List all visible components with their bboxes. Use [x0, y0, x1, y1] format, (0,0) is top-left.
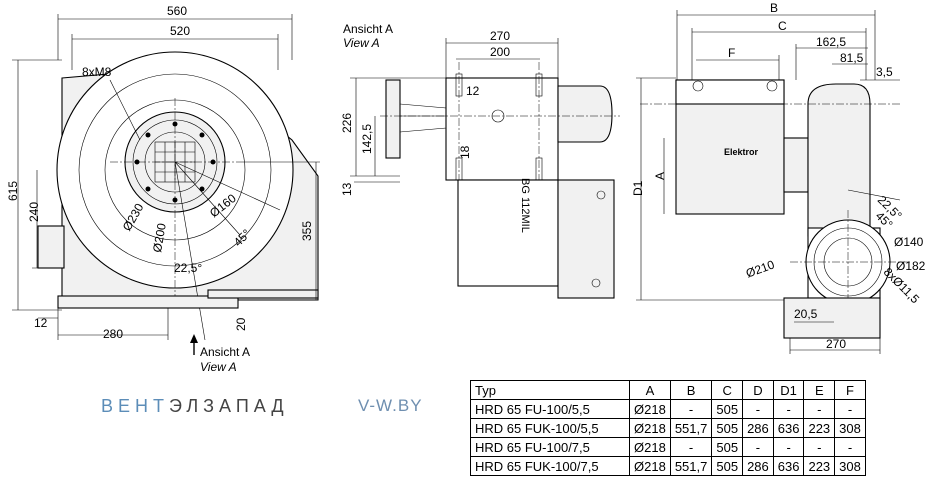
table-header-cell: Typ — [470, 380, 630, 400]
dim-side-12: 12 — [466, 84, 480, 98]
side-motor-label: BG 112MIL — [519, 178, 531, 233]
dim-81-5: 81,5 — [840, 51, 864, 65]
table-header-cell: D1 — [772, 380, 805, 400]
dim-520: 520 — [170, 24, 190, 38]
table-cell: HRD 65 FUK-100/5,5 — [470, 418, 630, 438]
dim-20: 20 — [234, 317, 248, 331]
table-cell: - — [772, 399, 805, 419]
brand-part1: ВЕНТ — [101, 396, 170, 416]
label-d140: Ø140 — [894, 235, 924, 249]
right-motor-label: Elektror — [724, 147, 759, 157]
table-header-cell: A — [629, 380, 671, 400]
brand-name: ВЕНТЭЛЗАПАД — [101, 396, 289, 417]
table-header-cell: F — [834, 380, 866, 400]
dim-12: 12 — [34, 316, 48, 330]
label-holes: 8xM8 — [82, 65, 112, 79]
table-cell: - — [669, 437, 713, 457]
view-arrow-label-en: View A — [200, 360, 237, 374]
dim-side-142-5: 142,5 — [360, 124, 374, 154]
table-cell: - — [772, 437, 805, 457]
table-cell: 505 — [711, 437, 744, 457]
right-view: B C F 162,5 81,5 3,5 Elektror — [631, 1, 926, 354]
side-view: Ansicht A View A 270 200 12 BG 112MIL — [340, 22, 620, 299]
dim-side-270: 270 — [490, 29, 510, 43]
table-cell: - — [803, 399, 836, 419]
table-header-cell: D — [742, 380, 774, 400]
view-arrow-label: Ansicht A — [200, 345, 250, 359]
dim-side-18: 18 — [458, 145, 472, 159]
dim-355: 355 — [300, 221, 314, 241]
dim-240: 240 — [27, 202, 41, 222]
table-cell: HRD 65 FUK-100/7,5 — [470, 456, 630, 476]
dim-C: C — [778, 19, 787, 33]
brand-site: V-W.BY — [358, 396, 423, 415]
brand-part2: ЭЛЗАПАД — [169, 396, 289, 416]
table-cell: 505 — [711, 418, 744, 438]
table-cell: 308 — [834, 456, 866, 476]
dim-162-5: 162,5 — [816, 35, 846, 49]
front-view: 560 520 — [6, 4, 320, 374]
label-angle-22-5: 22,5° — [174, 261, 202, 275]
table-cell: 286 — [742, 456, 774, 476]
side-view-title: Ansicht A — [343, 22, 393, 36]
dim-side-13: 13 — [340, 182, 354, 196]
table-header-cell: B — [669, 380, 713, 400]
dim-F: F — [728, 46, 735, 60]
table-cell: Ø218 — [629, 456, 671, 476]
dim-20-5: 20,5 — [794, 307, 818, 321]
dim-D1: D1 — [631, 180, 645, 196]
table-cell: 505 — [711, 399, 744, 419]
table-cell: 223 — [803, 456, 836, 476]
table-cell: 308 — [834, 418, 866, 438]
table-cell: - — [742, 399, 774, 419]
table-cell: - — [742, 437, 774, 457]
dim-3-5: 3,5 — [876, 65, 893, 79]
table-cell: - — [834, 399, 866, 419]
label-d182: Ø182 — [896, 259, 926, 273]
dim-A: A — [653, 172, 667, 180]
table-cell: HRD 65 FU-100/7,5 — [470, 437, 630, 457]
table-header-cell: C — [711, 380, 744, 400]
table-cell: 551,7 — [669, 456, 713, 476]
table-cell: - — [803, 437, 836, 457]
dim-side-200: 200 — [490, 45, 510, 59]
dim-right-270: 270 — [826, 337, 846, 351]
table-header-cell: E — [803, 380, 836, 400]
table-cell: 505 — [711, 456, 744, 476]
table-cell: 286 — [742, 418, 774, 438]
table-cell: 636 — [772, 456, 805, 476]
dim-side-226: 226 — [340, 113, 354, 133]
table-cell: 636 — [772, 418, 805, 438]
label-d210: Ø210 — [744, 257, 777, 280]
dim-B: B — [770, 1, 778, 15]
table-cell: Ø218 — [629, 418, 671, 438]
table-cell: HRD 65 FU-100/5,5 — [470, 399, 630, 419]
dim-560: 560 — [167, 4, 187, 18]
table-cell: - — [834, 437, 866, 457]
table-cell: 223 — [803, 418, 836, 438]
side-view-title-en: View A — [343, 36, 380, 50]
table-cell: Ø218 — [629, 437, 671, 457]
table-cell: Ø218 — [629, 399, 671, 419]
dim-615: 615 — [6, 181, 20, 201]
label-d200: Ø200 — [150, 222, 169, 254]
table-cell: 551,7 — [669, 418, 713, 438]
dim-280: 280 — [103, 327, 123, 341]
table-cell: - — [669, 399, 713, 419]
